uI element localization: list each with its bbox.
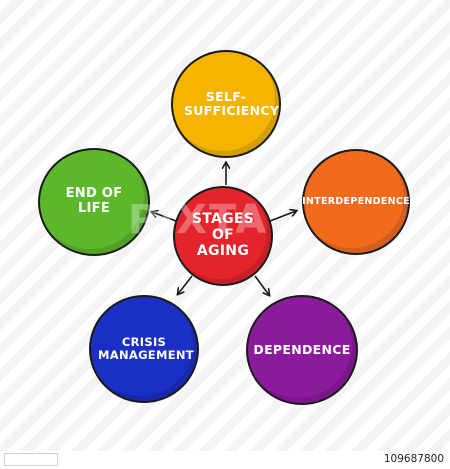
node-dependence-label: DEPENDENCE bbox=[253, 342, 351, 357]
node-crisis-management: CRISIS MANAGEMENT bbox=[89, 295, 199, 403]
node-dependence: DEPENDENCE bbox=[246, 295, 358, 405]
arrow-to-left bbox=[152, 212, 177, 222]
arrow-to-bottom-left bbox=[178, 275, 193, 294]
node-self-sufficiency-label: SELF-SUFFICIENCY bbox=[184, 89, 280, 118]
node-stages-of-aging: STAGES OF AGING bbox=[173, 186, 273, 286]
node-self-sufficiency: SELF-SUFFICIENCY bbox=[171, 50, 281, 158]
node-interdependence-label: INTERDEPENDENCE bbox=[302, 195, 410, 207]
arrow-to-bottom-right bbox=[254, 275, 269, 295]
node-end-of-life: END OF LIFE bbox=[38, 148, 150, 256]
stock-id: 109687800 bbox=[383, 453, 444, 465]
footer-bar: 109687800 bbox=[0, 451, 450, 469]
node-crisis-management-label: CRISIS MANAGEMENT bbox=[98, 335, 194, 362]
arrow-to-right bbox=[269, 211, 296, 222]
stock-logo-icon bbox=[4, 453, 58, 466]
node-interdependence: INTERDEPENDENCE bbox=[302, 149, 410, 255]
node-end-of-life-label: END OF LIFE bbox=[65, 186, 123, 216]
node-stages-of-aging-label: STAGES OF AGING bbox=[191, 211, 255, 259]
